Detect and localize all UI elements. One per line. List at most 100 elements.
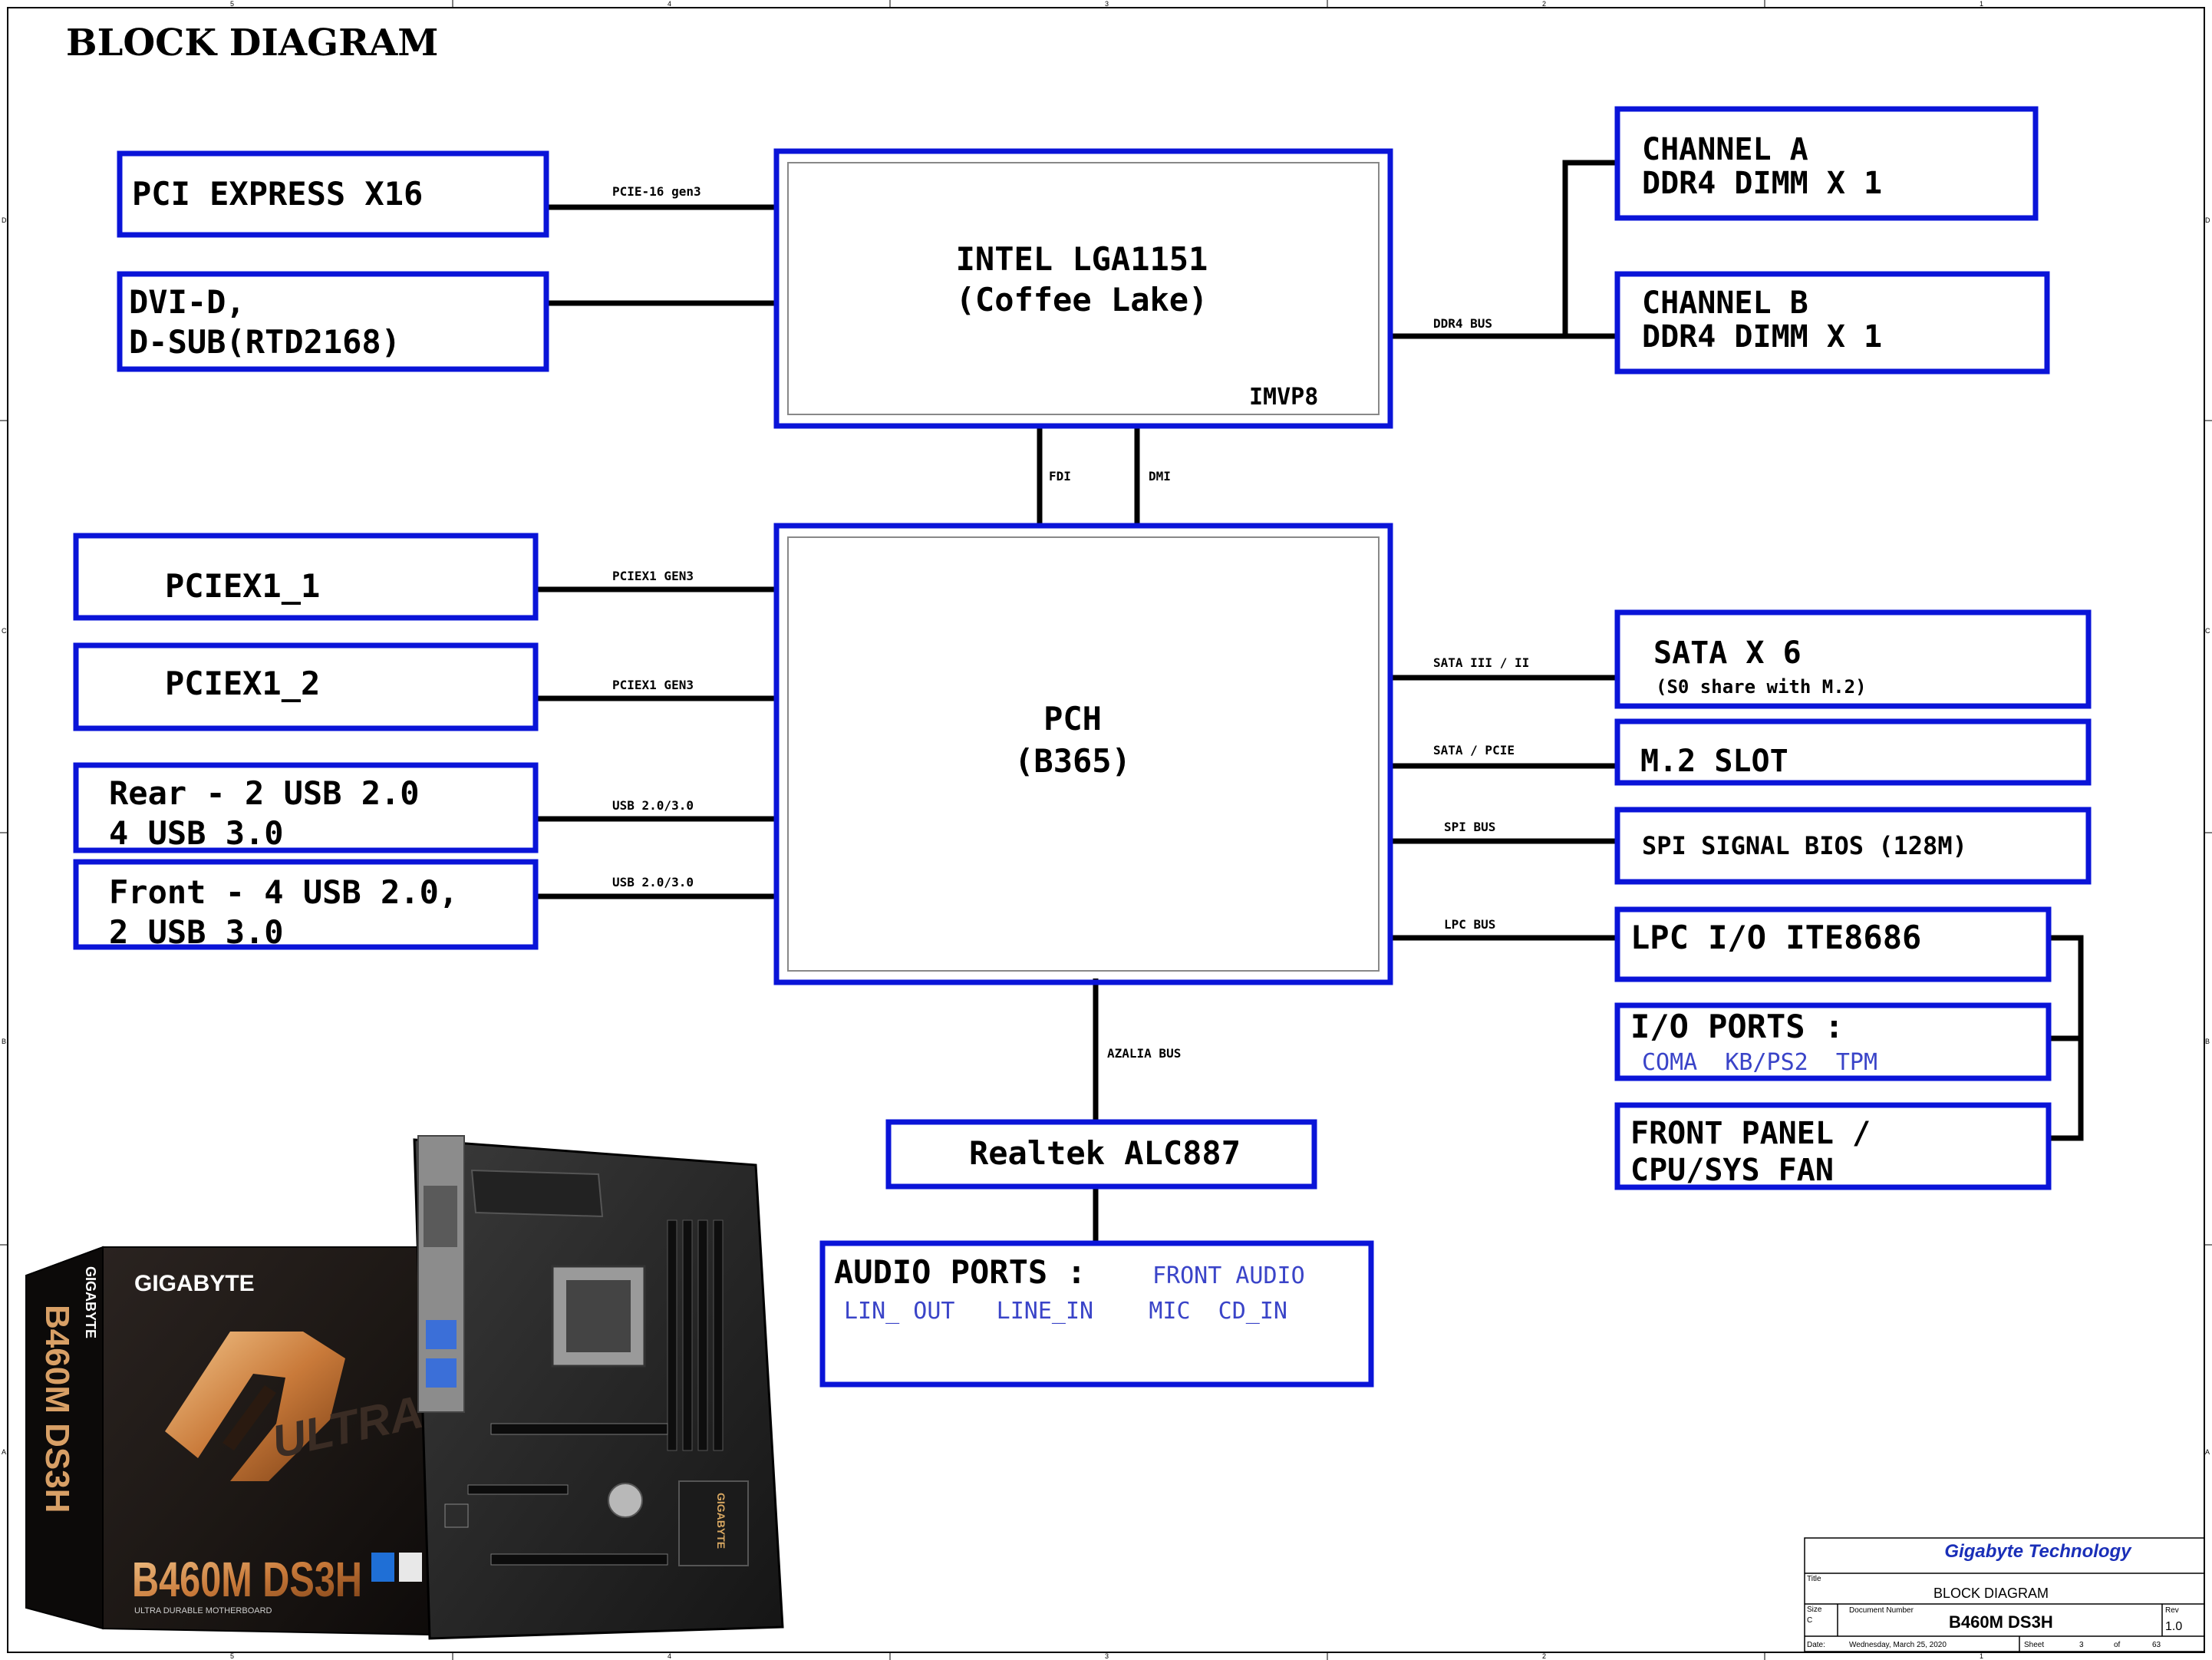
bus-label-spi: SPI BUS (1444, 820, 1495, 834)
cpu-label-line2: (Coffee Lake) (956, 281, 1208, 318)
audio-chip (444, 1503, 469, 1528)
pcie16-label: PCI EXPRESS X16 (132, 175, 423, 213)
rev-caption: Rev (2165, 1606, 2179, 1615)
rev-value: 1.0 (2165, 1620, 2182, 1633)
bus-label-azalia: AZALIA BUS (1107, 1046, 1181, 1061)
frame-col-5-bottom: 5 (230, 1652, 234, 1660)
front-panel-block (1614, 1102, 2052, 1190)
docnum-caption: Document Number (1849, 1606, 1914, 1615)
bus-label-pciex1-2: PCIEX1 GEN3 (612, 678, 694, 692)
ddr4-branch (1562, 160, 1617, 336)
bus-label-usb-front: USB 2.0/3.0 (612, 875, 694, 889)
rear-io-vga (424, 1186, 457, 1247)
channel-a-label-line1: CHANNEL A (1642, 132, 1808, 167)
frame-col-5: 5 (230, 0, 234, 8)
certification-badge (399, 1553, 422, 1582)
pch-label-line1: PCH (1043, 700, 1102, 738)
frame-row-a-right: A (2205, 1448, 2210, 1456)
io-ports-list: COMA KB/PS2 TPM (1642, 1049, 1877, 1076)
of-caption: of (2114, 1641, 2121, 1649)
dimm-slot-2 (682, 1219, 693, 1451)
spi-bios-label: SPI SIGNAL BIOS (128M) (1642, 831, 1967, 860)
page-title: BLOCK DIAGRAM (66, 21, 438, 64)
cpu-socket-inner (566, 1280, 631, 1352)
io-ports-block (1614, 1002, 2052, 1081)
pciex1-2-label: PCIEX1_2 (165, 665, 320, 702)
frame-col-4-bottom: 4 (668, 1652, 671, 1660)
company-name: Gigabyte Technology (1944, 1541, 2132, 1562)
io-ports-label: I/O PORTS : (1630, 1008, 1844, 1045)
vrm-heatsink (470, 1169, 604, 1218)
realtek-block (885, 1119, 1317, 1190)
ultra-durable-emblem-icon (165, 1332, 345, 1481)
bus-label-usb-rear: USB 2.0/3.0 (612, 798, 694, 813)
cpu-inner-border (787, 162, 1380, 415)
sheet-value: 3 (2079, 1641, 2084, 1649)
bus-lines (536, 160, 2084, 1243)
audio-ports-list: LIN_ OUT LINE_IN MIC CD_IN (844, 1298, 1287, 1325)
frame-col-4: 4 (668, 0, 671, 8)
sata-block (1614, 609, 2092, 709)
dimm-slot-3 (697, 1219, 708, 1451)
dvi-block (117, 271, 549, 372)
date-caption: Date: (1807, 1641, 1825, 1649)
title-block (1804, 1537, 2205, 1652)
m2-label: M.2 SLOT (1640, 744, 1788, 779)
rear-io-usb-1 (426, 1320, 457, 1349)
box-brand: GIGABYTE (134, 1271, 255, 1296)
bus-label-sata: SATA III / II (1433, 655, 1529, 670)
frame-col-3-bottom: 3 (1105, 1652, 1109, 1660)
channel-b-block (1614, 271, 2050, 375)
frame-col-1: 1 (1980, 0, 1983, 8)
front-audio-label: FRONT AUDIO (1152, 1262, 1305, 1289)
bus-label-lpc: LPC BUS (1444, 917, 1495, 932)
rear-io-usb-2 (426, 1358, 457, 1388)
usb-rear-label-line1: Rear - 2 USB 2.0 (109, 774, 420, 812)
size-caption: Size (1807, 1606, 1822, 1614)
frame-col-1-bottom: 1 (1980, 1652, 1983, 1660)
spi-block (1614, 807, 2092, 885)
sata-label: SATA X 6 (1653, 635, 1802, 671)
product-image: ULTRA GIGABYTE B460M DS3H ULTRA DURABLE … (25, 1135, 784, 1640)
title-caption: Title (1807, 1575, 1821, 1583)
frame-row-b: B (2, 1038, 6, 1045)
blocks (73, 106, 2092, 1388)
frame-row-d: D (2, 216, 7, 224)
pch-block (773, 523, 1393, 985)
frame-col-3: 3 (1105, 0, 1109, 8)
cpu-sub-label: IMVP8 (1249, 384, 1318, 411)
m2-block (1614, 718, 2092, 786)
title-value: BLOCK DIAGRAM (1933, 1586, 2049, 1601)
frame-row-c-right: C (2205, 627, 2210, 635)
bus-label-fdi: FDI (1049, 469, 1071, 483)
sata-note: (S0 share with M.2) (1656, 676, 1867, 698)
frame-col-2: 2 (1542, 0, 1546, 8)
bus-label-pciex1-1: PCIEX1 GEN3 (612, 569, 694, 583)
dimm-slot-4 (713, 1219, 724, 1451)
channel-a-label-line2: DDR4 DIMM X 1 (1642, 166, 1882, 201)
ultra-durable-emblem-inner-icon (223, 1385, 276, 1450)
dvi-label-line1: DVI-D, (129, 283, 246, 321)
pcie-slot-3 (490, 1553, 668, 1566)
front-panel-label-line1: FRONT PANEL / (1630, 1116, 1871, 1151)
frame-row-d-right: D (2205, 216, 2210, 224)
bus-label-pcie16: PCIE-16 gen3 (612, 184, 701, 199)
frame-col-2-bottom: 2 (1542, 1652, 1546, 1660)
sheet-caption: Sheet (2024, 1641, 2044, 1649)
intel-badge (371, 1553, 394, 1582)
dvi-label-line2: D-SUB(RTD2168) (129, 323, 401, 361)
usb-rear-block (73, 762, 539, 853)
usb-front-block (73, 859, 539, 950)
cpu-block (773, 148, 1393, 429)
bus-labels: PCIE-16 gen3 DDR4 BUS FDI DMI PCIEX1 GEN… (612, 184, 1529, 1061)
channel-b-label-line2: DDR4 DIMM X 1 (1642, 319, 1882, 355)
title-block-text: Gigabyte Technology Title BLOCK DIAGRAM … (1807, 1541, 2182, 1649)
size-value: C (1807, 1616, 1812, 1625)
pciex1-1-label: PCIEX1_1 (165, 567, 320, 605)
box-side-brand: GIGABYTE (83, 1266, 98, 1338)
pch-inner-border (787, 536, 1380, 972)
usb-front-label-line1: Front - 4 USB 2.0, (109, 873, 458, 911)
frame-row-a: A (2, 1448, 6, 1456)
